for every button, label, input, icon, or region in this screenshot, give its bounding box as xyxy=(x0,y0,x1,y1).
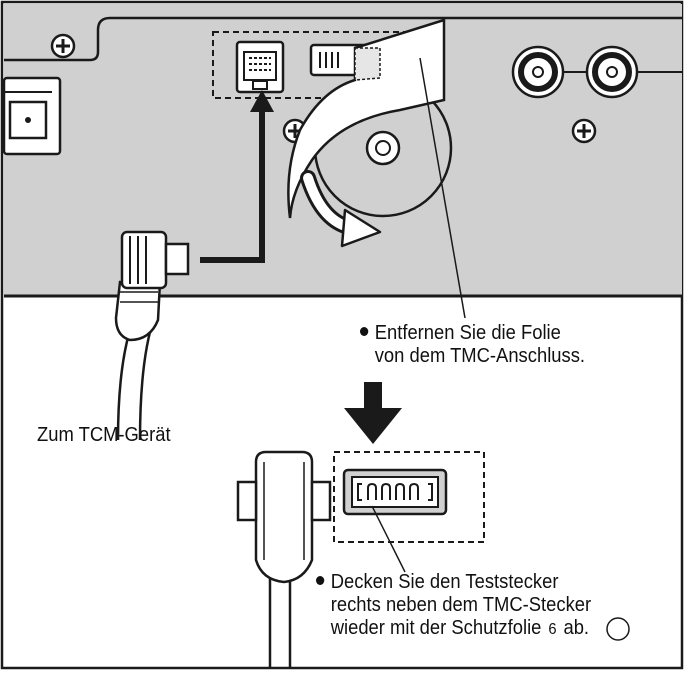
rca-jack-icon xyxy=(585,45,639,99)
step-down-arrow xyxy=(344,382,402,444)
tcm-plug xyxy=(114,230,190,441)
screw-icon xyxy=(50,33,76,59)
cover-test-line3: wieder mit der Schutzfolie xyxy=(330,617,542,639)
test-connector-outline xyxy=(333,451,485,543)
foil-leader-line xyxy=(419,57,466,319)
cover-test-line2: rechts neben dem TMC-Stecker xyxy=(330,594,592,616)
peel-direction-arrow xyxy=(300,170,382,248)
rca-jack-icon xyxy=(511,45,565,99)
cover-test-label: Decken Sie den Teststecker rechts neben … xyxy=(316,571,591,641)
connect-arrow xyxy=(200,90,274,263)
protective-foil xyxy=(287,18,446,219)
tmc-connector xyxy=(235,40,285,94)
inserted-plug xyxy=(236,450,332,668)
bullet-icon xyxy=(316,576,325,585)
test-leader-line xyxy=(371,505,406,573)
test-connector-enlarged xyxy=(342,468,448,516)
cover-test-line1: Decken Sie den Teststecker xyxy=(330,571,559,593)
circled-number-icon xyxy=(606,617,630,641)
circled-number: 6 xyxy=(548,621,557,638)
remove-foil-line1: Entfernen Sie die Folie xyxy=(374,322,561,344)
power-connector xyxy=(2,76,62,156)
bullet-icon xyxy=(360,327,369,336)
screw-icon xyxy=(571,118,597,144)
to-device-label: Zum TCM-Gerät xyxy=(37,424,171,446)
cover-test-line3-end: ab. xyxy=(563,617,590,639)
remove-foil-line2: von dem TMC-Anschluss. xyxy=(374,345,586,367)
remove-foil-label: Entfernen Sie die Folie von dem TMC-Ansc… xyxy=(360,322,585,368)
